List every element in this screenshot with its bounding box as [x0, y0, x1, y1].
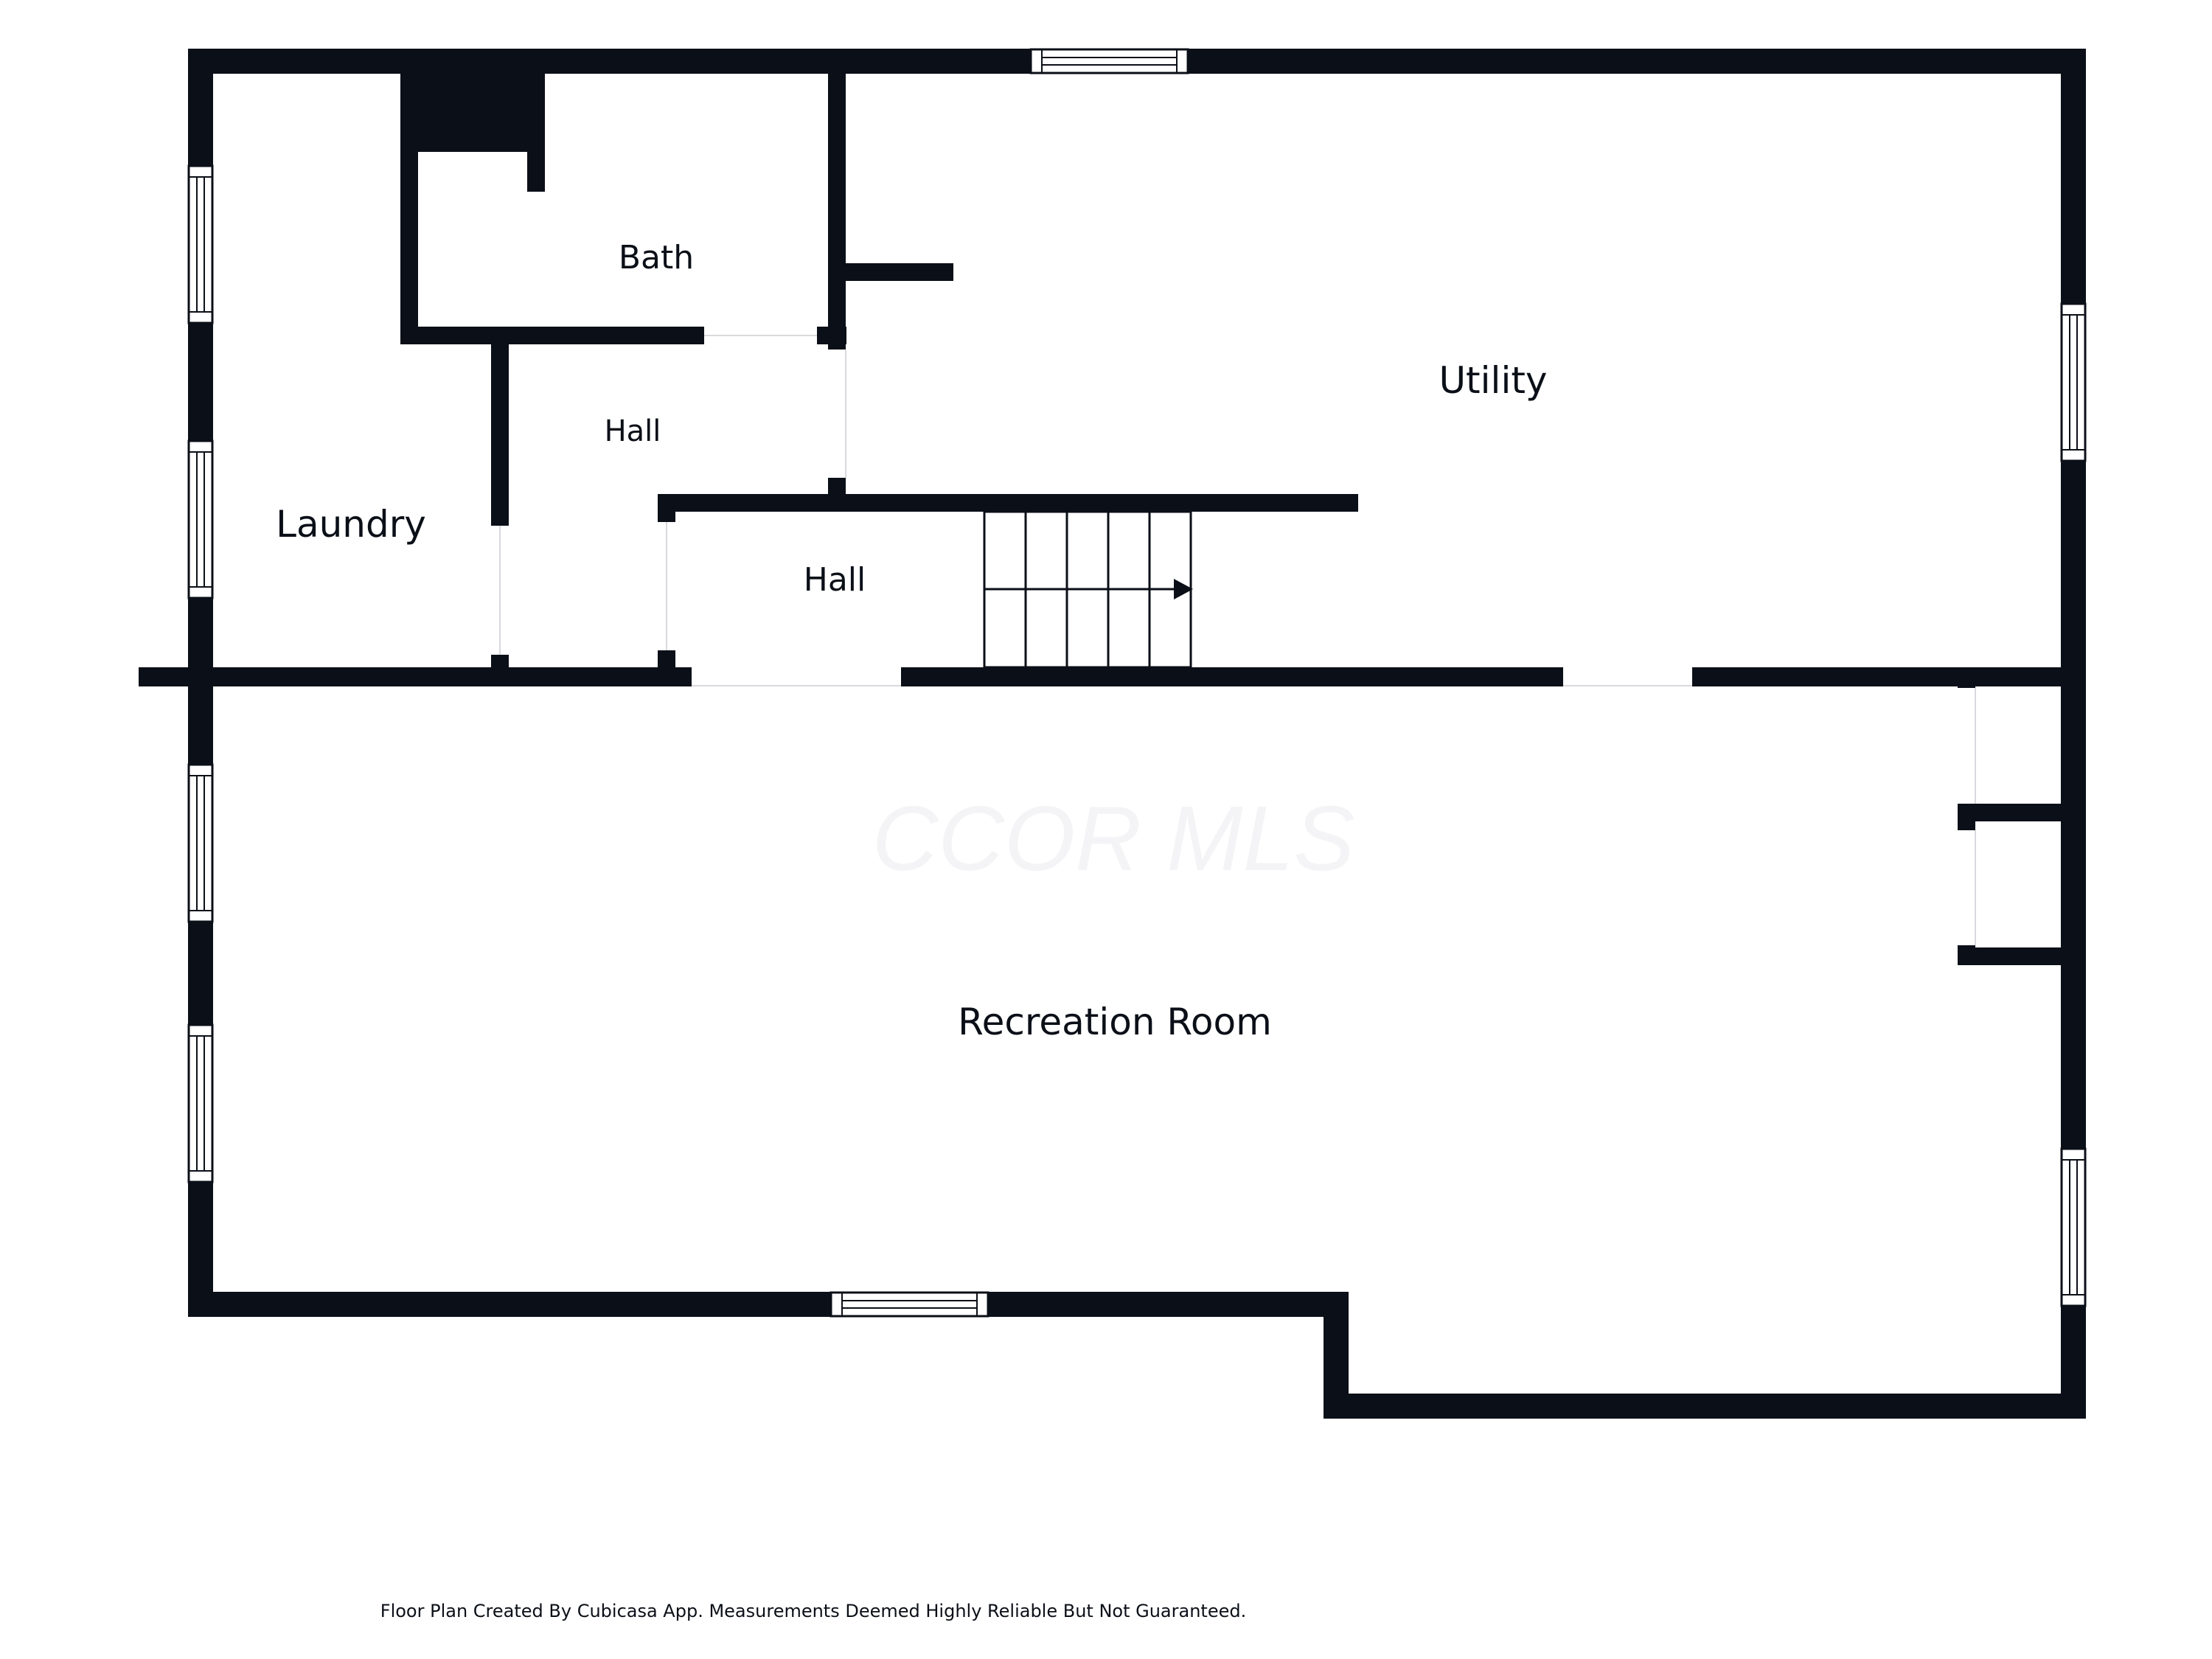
- wall-outer-bottom-right: [1324, 1394, 2086, 1419]
- wall-closet-bottom: [1958, 947, 2086, 965]
- window-left-2: [187, 439, 214, 599]
- wall-closet-left-top: [1958, 667, 1975, 688]
- room-label-utility: Utility: [1439, 359, 1547, 402]
- wall-lower-hall-left-top: [658, 494, 675, 522]
- room-label-hall-upper: Hall: [605, 414, 661, 448]
- room-label-bath: Bath: [619, 239, 694, 276]
- wall-closet-divider: [1958, 804, 2086, 821]
- window-right-2: [2060, 1147, 2087, 1307]
- room-label-recreation: Recreation Room: [958, 1001, 1272, 1043]
- wall-outer-bottom-left: [188, 1292, 1349, 1317]
- window-top: [1029, 48, 1189, 74]
- wall-mid-stub-left: [139, 667, 212, 686]
- wall-bath-left: [400, 49, 418, 344]
- door-closet-1: [1958, 688, 1975, 804]
- chimney-block: [400, 49, 545, 152]
- wall-mid-a: [212, 667, 692, 686]
- stairs: [983, 510, 1193, 669]
- walls: [139, 49, 2086, 1419]
- room-label-laundry: Laundry: [276, 503, 426, 546]
- stair-arrow-icon: [1174, 579, 1193, 599]
- wall-mid-c: [1692, 667, 2086, 686]
- openings: [491, 327, 1976, 945]
- door-closet-2: [1958, 830, 1975, 945]
- opening-hall-utility: [828, 349, 846, 478]
- wall-utility-stub: [828, 263, 953, 281]
- window-bottom: [830, 1291, 990, 1318]
- wall-mid-b: [901, 667, 1563, 686]
- wall-bath-right: [828, 49, 846, 349]
- watermark: CCOR MLS: [872, 788, 1355, 890]
- windows: [187, 48, 2087, 1318]
- wall-laundry-hall: [491, 327, 509, 526]
- window-left-1: [187, 164, 214, 324]
- wall-closet-left-mid: [1958, 804, 1975, 830]
- wall-laundry-hall-low: [491, 655, 509, 677]
- window-right-1: [2060, 302, 2087, 462]
- footer-disclaimer: Floor Plan Created By Cubicasa App. Meas…: [380, 1601, 1246, 1621]
- room-label-hall-lower: Hall: [804, 561, 866, 599]
- window-left-4: [187, 1023, 214, 1183]
- wall-stair-top: [658, 494, 1358, 512]
- wall-lower-hall-left-bottom: [658, 650, 675, 677]
- wall-closet-left-bottom: [1958, 945, 1975, 965]
- window-left-3: [187, 763, 214, 923]
- wall-chimney-stub: [527, 140, 545, 192]
- wall-bath-bottom-a: [400, 327, 704, 344]
